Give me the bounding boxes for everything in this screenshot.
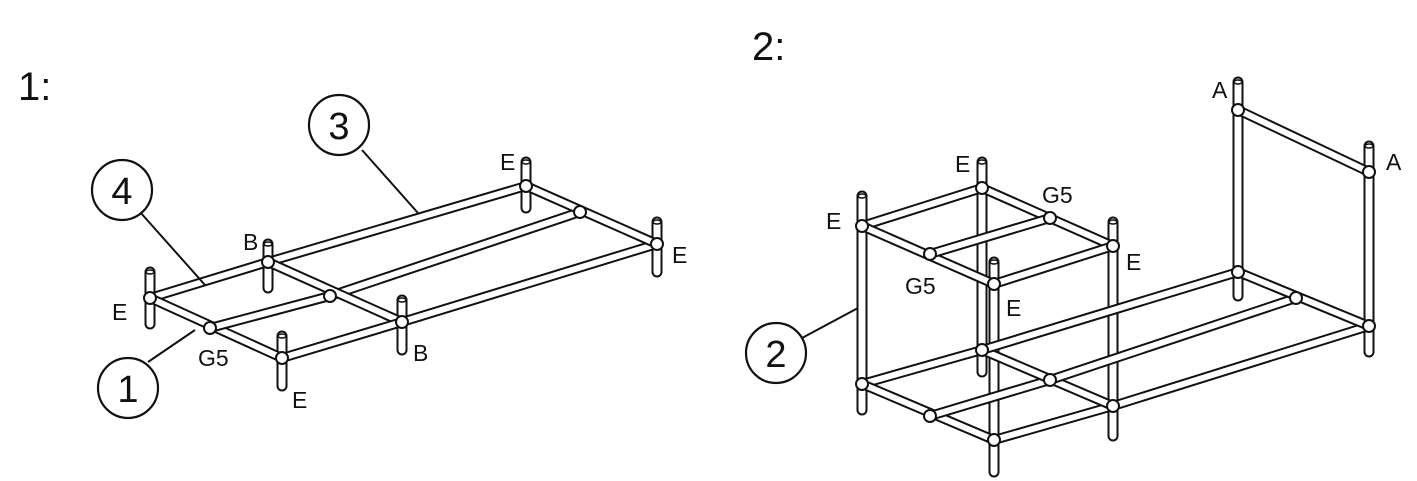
tube-end [145,269,155,275]
diagram-1-frame [143,156,664,392]
part-label-e: E [955,151,970,177]
connector-joint [855,219,869,233]
connector-joint [923,247,937,261]
connector-joint [1043,373,1057,387]
connector-joint [519,179,533,193]
tube-highlight [279,319,405,361]
tube-highlight [991,243,1116,287]
connector-joint [1362,319,1376,333]
callout-3: 3 [307,93,371,157]
tube-highlight [147,259,271,301]
connector-joint [1231,265,1245,279]
callout-4: 4 [90,158,154,222]
connector-joint [987,277,1001,291]
part-label-g5: G5 [198,345,229,371]
tube-highlight [327,209,583,299]
part-label-g5: G5 [1042,182,1073,208]
part-label-e: E [1006,295,1021,321]
diagram-2-leaders [801,307,859,339]
connector-joint [923,409,937,423]
part-label-e: E [500,149,515,175]
tube-highlight [927,215,1053,257]
tube-highlight [523,183,660,247]
part-label-e: E [112,299,127,325]
tube-end [857,193,867,199]
tube-highlight [1110,323,1372,409]
tube-end [1233,79,1243,85]
tube-end [263,241,273,247]
tube-highlight [1047,295,1299,383]
connector-joint [395,315,409,329]
connector-joint [975,181,989,195]
callout-2: 2 [744,321,808,385]
tube-highlight [1235,107,1372,175]
tube-highlight [399,241,660,325]
tube-highlight [1235,269,1372,329]
tube-highlight [859,185,985,229]
connector-joint [855,377,869,391]
tube-end [652,219,662,225]
connector-joint [1106,239,1120,253]
callout-3-number: 3 [328,106,349,148]
step-1-label: 1: [18,65,51,109]
tube-end [977,159,987,165]
part-label-e: E [826,208,841,234]
tube-highlight [265,183,529,265]
connector-joint [203,321,217,335]
part-label-a: A [1386,149,1402,175]
tube-end [1108,219,1118,225]
connector-joint [1289,291,1303,305]
step-2-label: 2: [752,25,785,69]
diagram-1-leaders [139,149,419,363]
connector-joint [275,351,289,365]
connector-joint [650,237,664,251]
connector-joint [573,205,587,219]
connector-joint [1106,399,1120,413]
tube-end [989,259,999,265]
tube-end [1364,143,1374,149]
part-label-e: E [1126,249,1141,275]
part-label-a: A [1212,77,1228,103]
tube-highlight [859,347,985,387]
part-label-e: E [672,242,687,268]
tube-end [521,159,531,165]
connector-joint [261,255,275,269]
part-label-b: B [413,340,428,366]
diagram-2-frame [855,76,1376,478]
part-label-g5: G5 [905,273,936,299]
callout-1-number: 1 [117,369,138,411]
callout-4-number: 4 [111,171,132,213]
tube-end [277,333,287,339]
connector-joint [1362,165,1376,179]
connector-joint [143,291,157,305]
tube-highlight [207,293,333,331]
callout-1: 1 [96,356,160,420]
callout-2-number: 2 [765,334,786,376]
connector-joint [323,289,337,303]
connector-joint [1231,103,1245,117]
part-label-b: B [243,229,258,255]
tube-highlight [991,403,1116,443]
part-label-e: E [292,387,307,413]
connector-joint [987,433,1001,447]
tube-highlight [927,377,1053,419]
connector-joint [975,343,989,357]
tube-end [397,297,407,303]
tube-highlight [979,269,1241,353]
connector-joint [1043,211,1057,225]
